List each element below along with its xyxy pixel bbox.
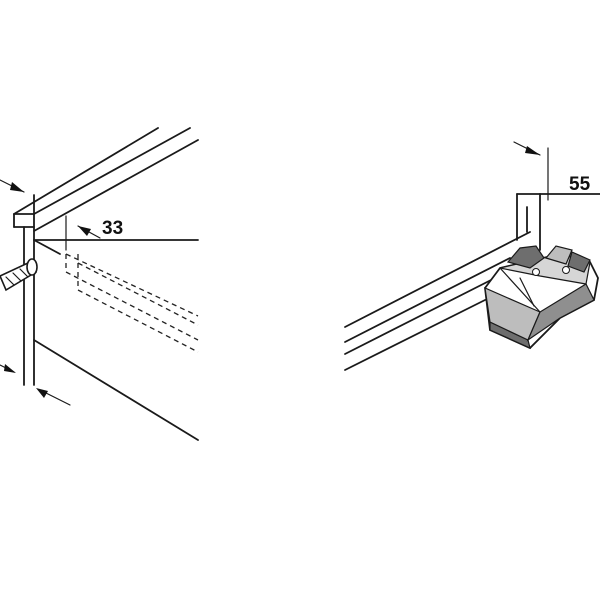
hidden-runner [65, 253, 199, 353]
drawer-front-panel [516, 193, 600, 251]
left-drawer-view: 33 [0, 127, 199, 441]
dimension-33: 33 [65, 215, 123, 251]
locking-clip-icon [484, 245, 599, 350]
dimension-label-33: 33 [102, 218, 123, 239]
dimension-55: 55 [513, 141, 591, 201]
drawer-side-panel [13, 127, 199, 441]
left-edge-dimension [0, 179, 71, 406]
right-drawer-view: 55 [344, 141, 600, 371]
dimension-label-55: 55 [569, 174, 591, 195]
drawer-runner [344, 231, 531, 371]
screw-icon [0, 258, 38, 292]
